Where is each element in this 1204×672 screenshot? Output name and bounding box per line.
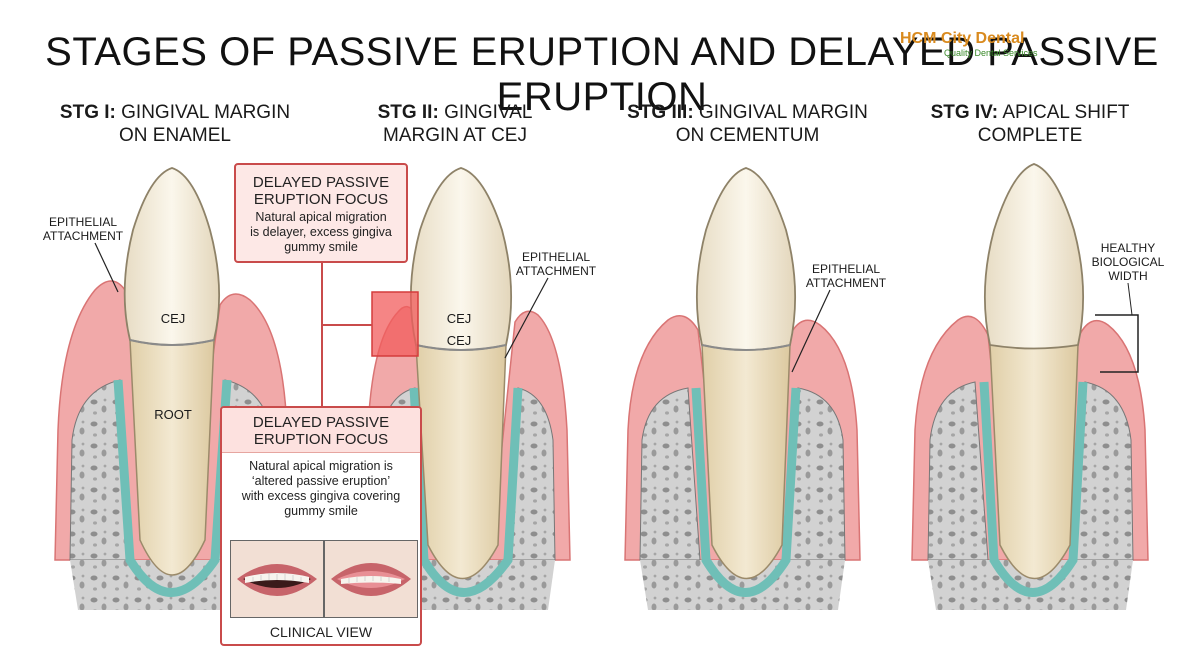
stage-4-crown — [983, 163, 1085, 350]
stage-1-cej-line — [129, 339, 215, 346]
stage-2-id: STG II: — [377, 102, 439, 123]
biological-width-label: HEALTHY BIOLOGICAL WIDTH — [1091, 241, 1165, 283]
stage-4-title: STG IV: APICAL SHIFT COMPLETE — [910, 101, 1150, 147]
callout-connector — [321, 262, 372, 408]
stage-3-bone-left — [639, 387, 701, 561]
stage-3-cej-line — [701, 344, 791, 351]
watermark-logo: HCM City Dental Quality Dental Services — [900, 30, 1038, 58]
stage-2-cej-label-lower: CEJ — [446, 333, 472, 348]
stage-3-title: STG III: GINGIVAL MARGIN ON CEMENTUM — [610, 101, 885, 147]
stage-1-attachment-leader — [94, 242, 119, 293]
biological-width-bracket — [1095, 314, 1139, 373]
stage-2-epithelial-label: EPITHELIAL ATTACHMENT — [515, 250, 597, 278]
stage-4-root — [989, 344, 1079, 580]
stage-1-epithelial-label: EPITHELIAL ATTACHMENT — [42, 215, 124, 243]
watermark-tagline: Quality Dental Services — [944, 48, 1038, 58]
stage-4-ligament — [979, 381, 1088, 597]
stage-3-title-line2: ON CEMENTUM — [675, 125, 820, 146]
stage-4-title-line2: COMPLETE — [977, 125, 1083, 146]
callout-bottom-heading: DELAYED PASSIVE ERUPTION FOCUS — [222, 408, 420, 453]
callout-bottom: DELAYED PASSIVE ERUPTION FOCUS Natural a… — [220, 406, 422, 646]
stage-3-id: STG III: — [627, 102, 694, 123]
stage-2-attachment-leader — [504, 277, 549, 359]
stage-3-diagram — [624, 167, 861, 610]
stage-1-id: STG I: — [59, 102, 116, 123]
stage-2-cej-label-upper: CEJ — [446, 311, 472, 326]
stage-3-ligament — [691, 387, 801, 597]
clinical-photo-gummy — [324, 540, 418, 618]
stage-4-bone-base — [928, 560, 1133, 610]
stage-2-ligament — [409, 387, 523, 597]
smile-normal-icon — [231, 541, 323, 617]
stage-1-title-line2: ON ENAMEL — [119, 125, 231, 146]
stage-4-id: STG IV: — [930, 102, 999, 123]
watermark-brand: HCM City Dental — [900, 30, 1025, 47]
callout-top-heading: DELAYED PASSIVE ERUPTION FOCUS — [252, 174, 390, 208]
stage-2-diagram — [364, 167, 571, 610]
callout-bottom-body: Natural apical migration is ‘altered pas… — [241, 459, 401, 518]
callout-top: DELAYED PASSIVE ERUPTION FOCUS Natural a… — [234, 163, 408, 263]
stage-2-title-line2: MARGIN AT CEJ — [383, 125, 527, 146]
callout-top-body: Natural apical migration is delayer, exc… — [250, 210, 392, 254]
stage-1-root-label: ROOT — [154, 407, 192, 422]
stage-2-title-line1: GINGIVAL — [438, 102, 533, 123]
stage-2-cej-line — [415, 344, 507, 351]
stage-1-cej-label: CEJ — [160, 311, 186, 326]
stage-4-diagram — [911, 163, 1149, 610]
smile-gummy-icon — [325, 541, 417, 617]
page-title: STAGES OF PASSIVE ERUPTION AND DELAYED P… — [45, 30, 1159, 119]
stage-4-bone-left — [927, 381, 989, 561]
stage-2-root — [415, 344, 507, 580]
stage-2-bone-base — [378, 560, 555, 610]
stage-3-root — [701, 344, 791, 580]
stage-1-ligament — [113, 379, 232, 597]
stage-4-bone-right — [1072, 381, 1134, 561]
stage-3-bone-right — [785, 387, 846, 561]
stage-4-title-line1: APICAL SHIFT — [998, 102, 1130, 123]
stage-3-epithelial-label: EPITHELIAL ATTACHMENT — [805, 262, 887, 290]
stage-3-bone-base — [640, 560, 845, 610]
stage-1-root — [129, 339, 215, 576]
clinical-view-caption: CLINICAL VIEW — [269, 624, 373, 640]
stage-2-highlight-box — [371, 291, 419, 357]
stage-1-title-line1: GINGIVAL MARGIN — [115, 102, 291, 123]
clinical-photo-normal — [230, 540, 324, 618]
stage-3-attachment-leader — [791, 289, 831, 373]
biological-width-leader — [1127, 282, 1133, 316]
stage-3-crown — [695, 167, 797, 351]
stage-1-title: STG I: GINGIVAL MARGIN ON ENAMEL — [40, 101, 310, 147]
stage-2-title: STG II: GINGIVAL MARGIN AT CEJ — [345, 101, 565, 147]
stage-3-title-line1: GINGIVAL MARGIN — [693, 102, 868, 123]
